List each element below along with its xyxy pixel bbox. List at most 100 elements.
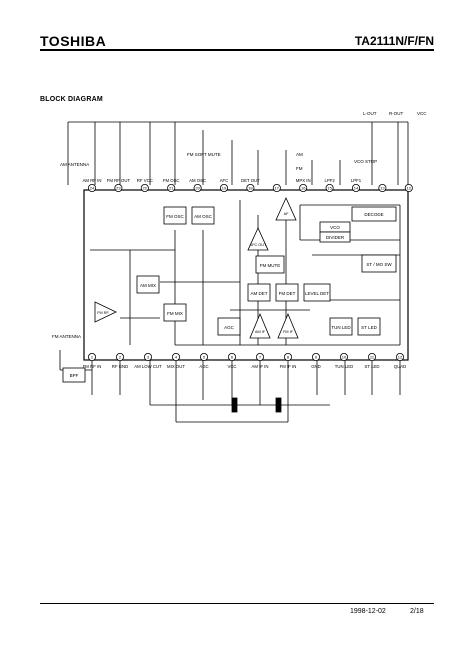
am-det-label: AM DET — [250, 291, 267, 296]
divider-label: DIVIDER — [326, 235, 345, 240]
bottom-pin-number: 5 — [203, 355, 206, 360]
bottom-pin-number: 11 — [370, 355, 375, 360]
bottom-pin-label: AM LOW CUT — [134, 364, 162, 369]
top-pin-number: 16 — [301, 186, 306, 191]
bottom-pin-number: 10 — [342, 355, 347, 360]
top-pin-number: 22 — [143, 186, 148, 191]
top-pin-number: 15 — [327, 186, 332, 191]
bottom-pin-8 — [283, 352, 292, 361]
footer-page: 2/18 — [410, 608, 424, 615]
top-pin-label: LPF1 — [351, 178, 362, 183]
fm-mute-label: FM MUTE — [260, 263, 281, 268]
top-pin-14 — [351, 183, 360, 192]
l-out-label: L-OUT — [363, 111, 377, 116]
top-pin-13 — [378, 183, 387, 192]
bottom-pin-number: 4 — [175, 355, 178, 360]
bottom-pin-number: 7 — [259, 355, 262, 360]
bottom-pin-2 — [116, 352, 125, 361]
top-pin-15 — [325, 183, 334, 192]
bottom-pin-number: 1 — [91, 355, 94, 360]
top-pin-label: DET OUT — [241, 178, 260, 183]
top-pin-20 — [193, 183, 202, 192]
fm-osc-block: FM OSC — [163, 206, 187, 225]
section-title: BLOCK DIAGRAM — [40, 96, 103, 103]
af-label: AF — [284, 212, 290, 216]
top-pin-22 — [140, 183, 149, 192]
divider-block: DIVIDER — [319, 231, 351, 243]
top-pin-label: FM RF OUT — [107, 178, 131, 183]
fm-osc-label: FM OSC — [166, 214, 184, 219]
fm-rf-label: FM RF — [97, 311, 109, 315]
bpf-block: BPF — [62, 367, 86, 383]
am-mix-block: AM MIX — [136, 275, 160, 294]
bottom-pin-label: QUAD — [394, 364, 406, 369]
bottom-pin-label: GND — [311, 364, 321, 369]
bottom-pin-9 — [311, 352, 320, 361]
top-pin-24 — [88, 183, 97, 192]
r-out-label: R-OUT — [389, 111, 403, 116]
bottom-pin-1 — [88, 352, 97, 361]
fm-det-block: FM DET — [275, 283, 299, 302]
fm-if-amp: FM IF — [277, 312, 299, 339]
top-pin-number: 23 — [116, 186, 121, 191]
vcc-label: VCC — [417, 111, 427, 116]
bottom-pin-label: RF GND — [112, 364, 128, 369]
afc-out-label: AFC OUT — [250, 243, 267, 247]
bottom-pin-4 — [171, 352, 180, 361]
am-osc-label: AM OSC — [194, 214, 213, 219]
top-pin-label: FM OSC — [163, 178, 180, 183]
am-if-amp: AM IF — [249, 312, 271, 339]
am-osc-block: AM OSC — [191, 206, 215, 225]
top-pin-label: AM RF IN — [83, 178, 102, 183]
top-pin-23 — [114, 183, 123, 192]
top-pin-12 — [404, 183, 413, 192]
top-pin-16 — [299, 183, 308, 192]
am-if-label: AM IF — [255, 330, 266, 334]
part-number: TA2111N/F/FN — [354, 34, 434, 48]
af-amp: AF — [275, 197, 297, 221]
bottom-pin-number: 3 — [147, 355, 150, 360]
level-det-block: LEVEL DET — [303, 283, 331, 302]
bottom-pin-number: 8 — [287, 355, 290, 360]
st-led-block: ST LED — [357, 317, 381, 336]
fm-rf-amp: FM RF — [94, 301, 117, 323]
top-pin-17 — [272, 183, 281, 192]
level-det-label: LEVEL DET — [305, 291, 329, 296]
am-det-block: AM DET — [247, 283, 271, 302]
fm-mix-label: FM MIX — [167, 311, 183, 316]
top-pin-number: 20 — [195, 186, 200, 191]
top-pin-number: 24 — [90, 186, 95, 191]
fm-mix-block: FM MIX — [163, 303, 187, 322]
top-pin-18 — [246, 183, 255, 192]
bottom-pin-12 — [395, 352, 404, 361]
st-mo-block: ST / MO SW — [361, 254, 397, 273]
bottom-pin-label: FM IF IN — [280, 364, 297, 369]
vco-label: VCO — [330, 225, 340, 230]
top-pin-number: 14 — [354, 186, 359, 191]
bottom-pin-label: TUN LED — [335, 364, 353, 369]
bottom-pin-5 — [199, 352, 208, 361]
fm-mute-block: FM MUTE — [255, 255, 285, 274]
footer-date: 1998-12-02 — [350, 608, 386, 615]
bottom-pin-number: 6 — [231, 355, 234, 360]
top-pin-label: RF VCC — [137, 178, 153, 183]
footer-rule — [40, 603, 434, 604]
vco-block: VCO — [319, 221, 351, 233]
bottom-pin-number: 9 — [315, 355, 318, 360]
top-pin-number: 17 — [275, 186, 280, 191]
bottom-pin-label: MIX OUT — [167, 364, 185, 369]
st-led-label: ST LED — [361, 325, 377, 330]
top-pin-label: MPX IN — [296, 178, 311, 183]
decode-label: DECODE — [364, 212, 383, 217]
bottom-pin-number: 12 — [398, 355, 403, 360]
bottom-pin-label: VCC — [227, 364, 236, 369]
fm-antenna-label: FM ANTENNA — [52, 334, 81, 339]
bottom-pin-label: AGC — [199, 364, 208, 369]
brand-logo: TOSHIBA — [40, 33, 107, 49]
vco-stop-label: VCO STOP — [354, 159, 377, 164]
ic-body — [83, 189, 409, 361]
top-pin-number: 21 — [169, 186, 174, 191]
